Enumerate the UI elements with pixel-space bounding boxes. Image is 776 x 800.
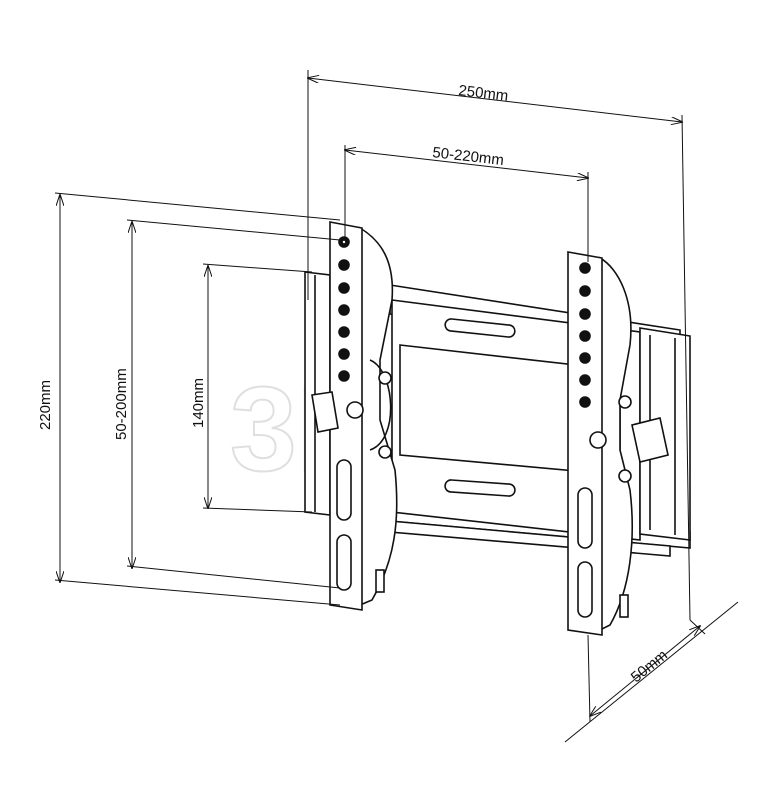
left-tv-arm xyxy=(311,221,398,611)
dim-label-220: 220mm xyxy=(37,380,54,430)
dimension-lines xyxy=(54,70,739,743)
dim-label-140: 140mm xyxy=(190,378,207,428)
dim-label-50-220: 50-220mm xyxy=(432,144,505,169)
dim-label-250: 250mm xyxy=(458,82,510,105)
dim-label-50: 50mm xyxy=(628,647,671,686)
right-tv-arm xyxy=(567,251,669,636)
dim-label-50-200: 50-200mm xyxy=(113,368,130,440)
